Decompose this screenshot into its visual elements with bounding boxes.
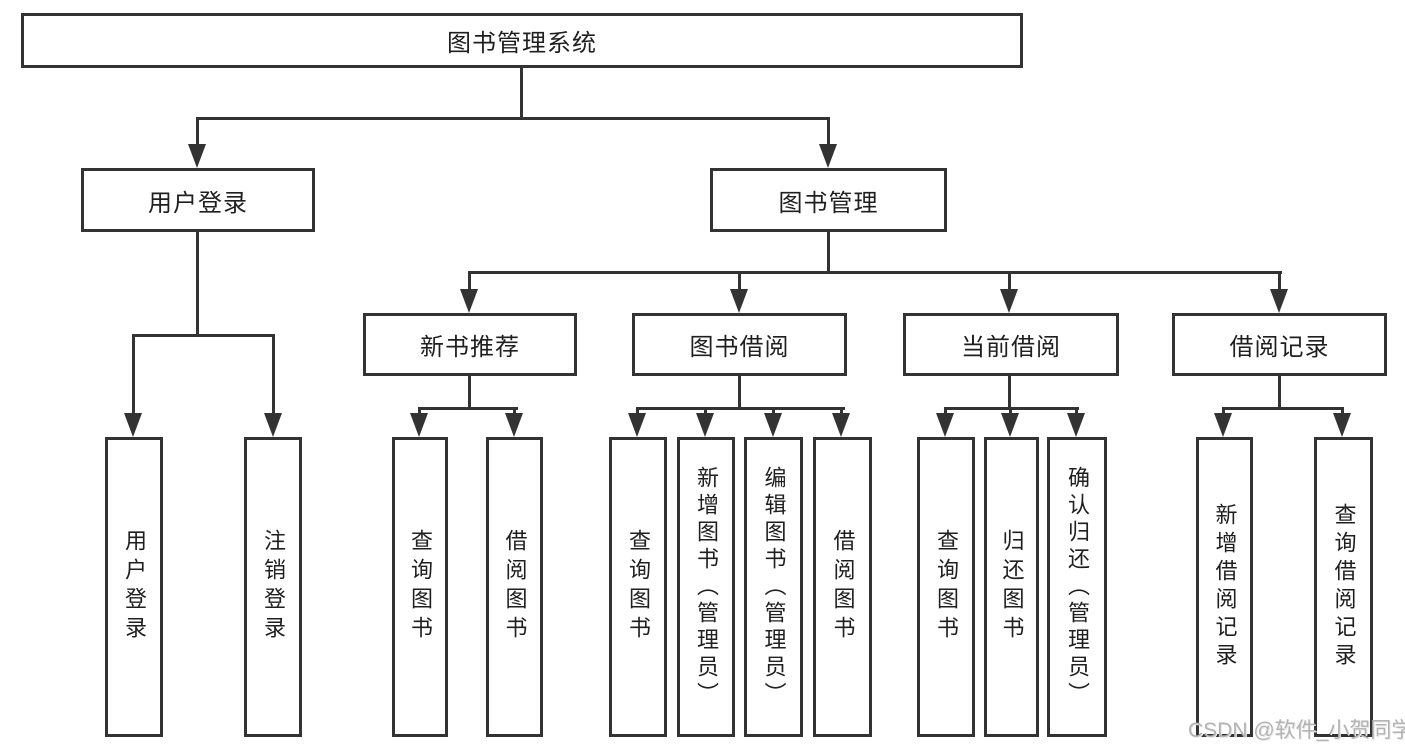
arrow-head-new-book [460, 289, 478, 313]
connector-new-book-rail [418, 407, 518, 410]
connector-leaf-drop [1075, 407, 1078, 417]
connector-new-book-drop [468, 271, 471, 293]
arrow-head-leaf [832, 413, 850, 437]
leaf-bb-borrow-books: 借阅图书 [813, 437, 872, 737]
connector-user-login-drop [196, 117, 199, 146]
node-book-mgmt: 图书管理 [710, 168, 947, 232]
arrow-head-leaf [628, 413, 646, 437]
connector-user-login-stub [196, 232, 199, 337]
node-book-mgmt-label: 图书管理 [778, 189, 879, 217]
leaf-cb-query-books: 查询图书 [917, 437, 975, 737]
arrow-head-leaf [505, 413, 523, 437]
leaf-bb-edit-books-label: 编辑图书（管理员） [761, 465, 787, 709]
arrow-head-borrow-record [1270, 289, 1288, 313]
leaf-user-login: 用户登录 [105, 437, 163, 737]
leaf-bb-add-books-label: 新增图书（管理员） [694, 465, 719, 709]
node-new-book-rec-label: 新书推荐 [420, 334, 520, 361]
connector-leaf-drop [636, 407, 639, 417]
arrow-head-leaf [1001, 413, 1019, 437]
connector-borrow-record-drop [1278, 271, 1281, 293]
node-book-borrow-label: 图书借阅 [689, 334, 790, 361]
leaf-logout: 注销登录 [244, 437, 302, 737]
leaf-cb-confirm-return-label: 确认归还（管理员） [1065, 465, 1090, 709]
arrow-head-leaf [1333, 413, 1351, 437]
arrow-head-current-borrow [1000, 289, 1018, 313]
arrow-head-leaf [410, 413, 428, 437]
connector-book-mgmt-stub [827, 232, 830, 274]
arrow-head-leaf [1067, 413, 1085, 437]
arrow-head-leaf [936, 413, 954, 437]
node-current-borrow: 当前借阅 [903, 313, 1119, 376]
node-new-book-rec: 新书推荐 [363, 313, 577, 376]
connector-level3-rail [468, 271, 1282, 274]
arrow-head-book-mgmt [819, 144, 837, 168]
connector-logout-leaf-drop [272, 334, 275, 415]
connector-root-stub [520, 68, 523, 119]
arrow-head-login-leaf [124, 413, 142, 437]
connector-leaf-drop [1341, 407, 1344, 417]
node-borrow-record-label: 借阅记录 [1229, 334, 1330, 361]
connector-book-borrow-stub [738, 376, 741, 410]
node-root-label: 图书管理系统 [447, 30, 597, 57]
leaf-rec-query-books: 查询图书 [392, 437, 448, 737]
arrow-head-logout-leaf [264, 413, 282, 437]
arrow-head-book-borrow [730, 289, 748, 313]
connector-leaf-drop [513, 407, 516, 417]
arrow-head-leaf [1214, 413, 1232, 437]
node-borrow-record: 借阅记录 [1172, 313, 1387, 376]
leaf-bb-add-books: 新增图书（管理员） [677, 437, 735, 737]
connector-user-login-rail [132, 334, 275, 337]
leaf-cb-return-books: 归还图书 [984, 437, 1039, 737]
connector-current-borrow-stub [1008, 376, 1011, 410]
connector-borrow-record-stub [1278, 376, 1281, 410]
connector-leaf-drop [1009, 407, 1012, 417]
arrow-head-leaf [696, 413, 714, 437]
connector-level2-rail [196, 117, 830, 120]
leaf-bb-borrow-books-label: 借阅图书 [830, 529, 856, 645]
leaf-bb-edit-books: 编辑图书（管理员） [744, 437, 803, 737]
connector-book-mgmt-drop [827, 117, 830, 146]
leaf-rec-query-books-label: 查询图书 [408, 529, 433, 645]
connector-login-leaf-drop [132, 334, 135, 415]
node-current-borrow-label: 当前借阅 [961, 334, 1061, 361]
leaf-cb-query-books-label: 查询图书 [934, 529, 959, 645]
connector-leaf-drop [772, 407, 775, 417]
node-user-login: 用户登录 [81, 168, 315, 232]
leaf-br-query-record-label: 查询借阅记录 [1331, 503, 1357, 671]
connector-leaf-drop [704, 407, 707, 417]
connector-current-borrow-drop [1008, 271, 1011, 293]
leaf-cb-return-books-label: 归还图书 [999, 529, 1025, 645]
arrow-head-leaf [764, 413, 782, 437]
leaf-br-query-record: 查询借阅记录 [1314, 437, 1373, 737]
leaf-cb-confirm-return: 确认归还（管理员） [1047, 437, 1107, 737]
leaf-user-login-label: 用户登录 [122, 529, 147, 645]
connector-leaf-drop [1222, 407, 1225, 417]
connector-leaf-drop [418, 407, 421, 417]
leaf-br-add-record-label: 新增借阅记录 [1212, 503, 1238, 671]
csdn-watermark: CSDN @软件_小贺同学 [1188, 719, 1405, 742]
leaf-bb-query-books-label: 查询图书 [626, 529, 651, 645]
connector-new-book-stub [468, 376, 471, 410]
leaf-bb-query-books: 查询图书 [609, 437, 667, 737]
connector-leaf-drop [944, 407, 947, 417]
leaf-br-add-record: 新增借阅记录 [1196, 437, 1253, 737]
connector-borrow-record-rail [1222, 407, 1344, 410]
leaf-logout-label: 注销登录 [261, 529, 286, 645]
connector-leaf-drop [840, 407, 843, 417]
node-book-borrow: 图书借阅 [632, 313, 847, 376]
node-root-system: 图书管理系统 [21, 13, 1023, 68]
connector-book-borrow-drop [738, 271, 741, 293]
leaf-rec-borrow-books-label: 借阅图书 [502, 529, 528, 645]
leaf-rec-borrow-books: 借阅图书 [486, 437, 543, 737]
node-user-login-label: 用户登录 [148, 189, 248, 217]
connector-book-borrow-rail [636, 407, 845, 410]
arrow-head-user-login [188, 144, 206, 168]
